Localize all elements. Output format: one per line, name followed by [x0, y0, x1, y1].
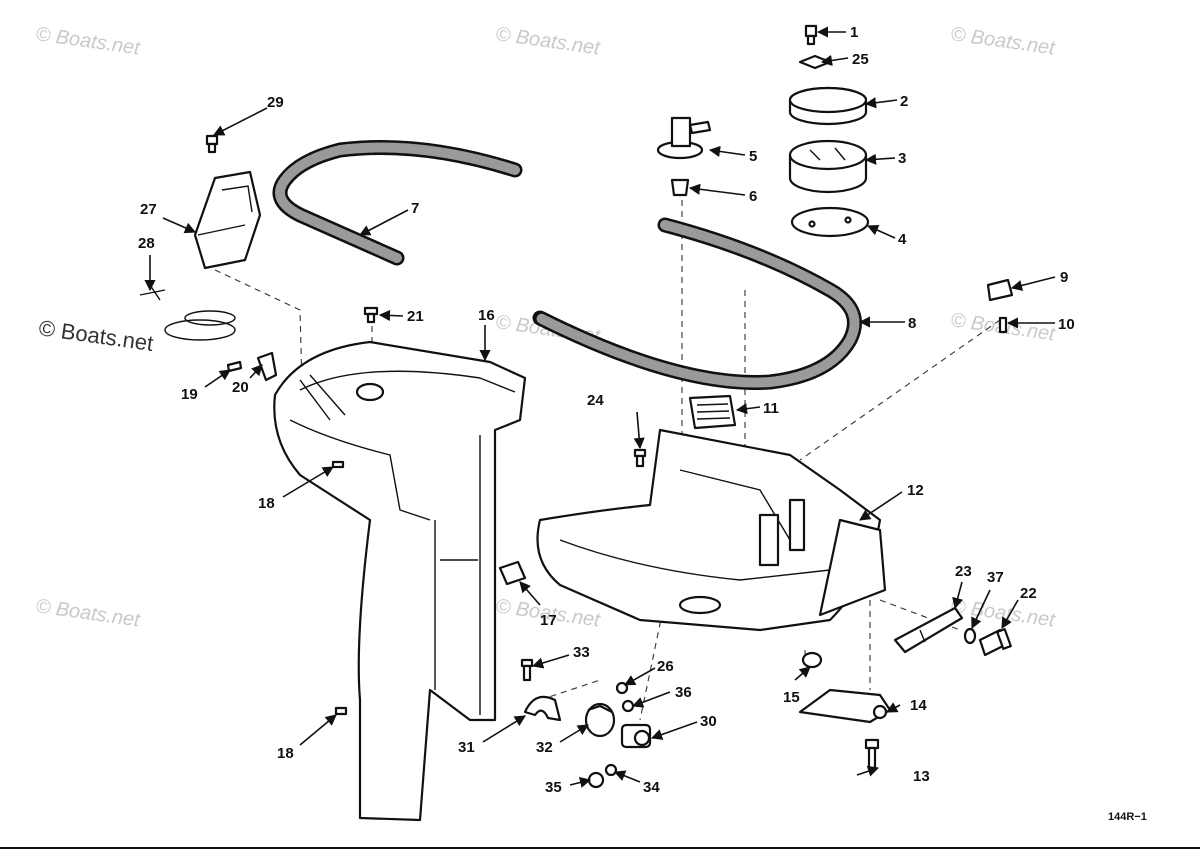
callout-14: 14 [910, 697, 927, 714]
grommet-11 [688, 394, 737, 430]
bolt-13 [864, 738, 880, 770]
screw-29 [205, 134, 219, 154]
callout-24: 24 [587, 392, 604, 409]
callout-37: 37 [987, 569, 1004, 586]
callout-15: 15 [783, 689, 800, 706]
sleeve-32 [584, 702, 616, 738]
bracket-23 [893, 606, 964, 654]
clip-9 [986, 278, 1014, 302]
callout-35: 35 [545, 779, 562, 796]
callout-16: 16 [478, 307, 495, 324]
washer-34 [604, 763, 618, 777]
watermark: © Boats.net [494, 23, 602, 60]
callout-21: 21 [407, 308, 424, 325]
callout-12: 12 [907, 482, 924, 499]
screw-18 [331, 460, 345, 469]
drawing-reference: 144R−1 [1108, 811, 1147, 823]
bracket-20 [256, 351, 278, 382]
callout-8: 8 [908, 315, 916, 332]
washer-37 [963, 627, 977, 645]
screw-21 [363, 306, 379, 324]
callout-18a: 18 [258, 495, 275, 512]
cowl-base-12 [536, 428, 887, 632]
callout-13: 13 [913, 768, 930, 785]
screw-1 [804, 24, 818, 46]
callout-33: 33 [573, 644, 590, 661]
callout-22: 22 [1020, 585, 1037, 602]
leader-lines [144, 26, 1056, 788]
callout-28: 28 [138, 235, 155, 252]
latch-14 [798, 688, 892, 724]
callout-36: 36 [675, 684, 692, 701]
callout-labels: 1 25 2 3 4 5 6 7 8 9 10 11 12 13 14 15 1… [138, 24, 1075, 796]
callout-20: 20 [232, 379, 249, 396]
callout-11: 11 [763, 400, 779, 417]
washer-36 [621, 699, 635, 713]
callout-26: 25 [852, 51, 869, 68]
watermark: © Boats.net [34, 595, 142, 632]
callout-10: 10 [1058, 316, 1075, 333]
callout-3: 3 [898, 150, 906, 167]
callout-31: 31 [458, 739, 475, 756]
callout-29: 29 [267, 94, 284, 111]
callout-17: 17 [540, 612, 557, 629]
callout-19: 19 [181, 386, 198, 403]
nut-15 [801, 651, 823, 669]
callout-30: 30 [700, 713, 717, 730]
callout-9: 9 [1060, 269, 1068, 286]
callout-25: 26 [657, 658, 674, 675]
callout-23: 23 [955, 563, 972, 580]
body-3 [788, 139, 868, 194]
callout-7: 7 [411, 200, 419, 217]
cap-2 [788, 86, 868, 126]
lower-cowl-16 [273, 340, 527, 822]
screw-18 [334, 706, 348, 716]
fitting-5 [656, 116, 712, 160]
callout-27: 27 [140, 201, 157, 218]
screw-10 [998, 316, 1008, 334]
callout-5: 5 [749, 148, 757, 165]
callout-34: 34 [643, 779, 660, 796]
screw-19 [226, 360, 243, 373]
bolt-22 [978, 628, 1012, 657]
switch-30 [620, 723, 652, 749]
screw-24 [633, 448, 647, 468]
watermark: © Boats.net [34, 23, 142, 60]
callout-18b: 18 [277, 745, 294, 762]
screw-33 [520, 658, 534, 682]
nut-35 [587, 771, 605, 789]
callout-4: 4 [898, 231, 907, 248]
callout-1: 1 [850, 24, 858, 41]
cover-27 [193, 170, 262, 270]
hose-8 [532, 217, 862, 390]
watermark: © Boats.net [949, 23, 1057, 60]
callout-6: 6 [749, 188, 757, 205]
hose-7 [272, 140, 523, 266]
bushing-6 [670, 178, 690, 197]
clamp-31 [523, 695, 562, 722]
plate-4 [790, 206, 870, 238]
grommet-17 [498, 560, 527, 586]
callout-32: 32 [536, 739, 553, 756]
callout-2: 2 [900, 93, 908, 110]
watermark: © Boats.net [37, 315, 155, 356]
